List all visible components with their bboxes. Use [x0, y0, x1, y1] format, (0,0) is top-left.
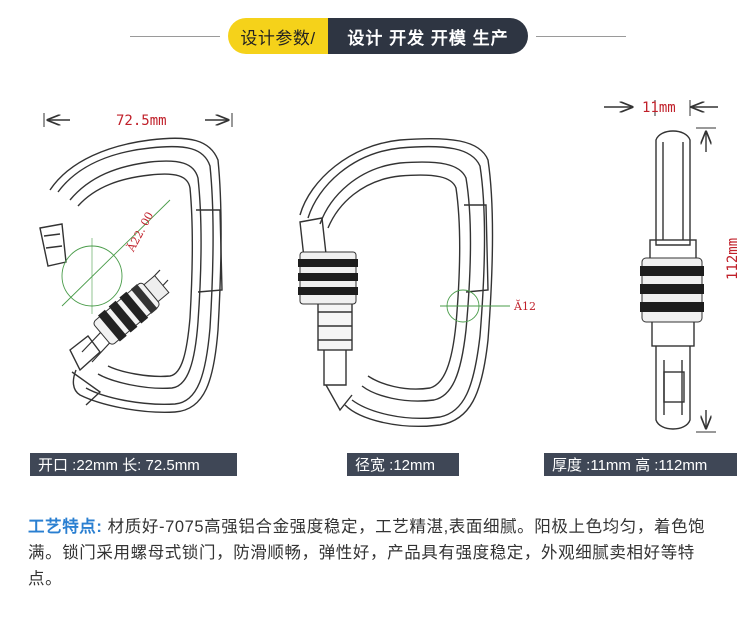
dimension-diameter-label: Ă22. 00 [123, 209, 156, 254]
middle-carabiner [299, 137, 494, 427]
dimension-top-label: 11mm [642, 100, 676, 116]
header-label-process: 设计 开发 开模 生产 [328, 18, 528, 54]
left-locking-sleeve [93, 275, 170, 345]
spec-box-diameter: 径宽 :12mm [347, 453, 459, 476]
dimension-side-label: 112mm [725, 238, 741, 280]
header-right-line [536, 36, 626, 37]
spec-box-opening-length: 开口 :22mm 长: 72.5mm [30, 453, 237, 476]
header-left-line [130, 36, 220, 37]
feature-title: 工艺特点: [28, 518, 103, 536]
spec-box-thickness-height: 厚度 :11mm 高 :112mm [544, 453, 737, 476]
dimension-wire-label: Ă12 [513, 299, 536, 313]
dimension-width-label: 72.5mm [116, 113, 167, 129]
header-label-params: 设计参数/ [228, 18, 328, 54]
left-carabiner [39, 113, 233, 413]
feature-description: 工艺特点: 材质好-7075高强铝合金强度稳定，工艺精湛,表面细腻。阳极上色均匀… [28, 514, 728, 592]
feature-body: 材质好-7075高强铝合金强度稳定，工艺精湛,表面细腻。阳极上色均匀，着色饱满。… [28, 518, 706, 588]
carabiner-drawing: 72.5mm Ă22. 00 Ă12 [39, 100, 741, 433]
middle-locking-sleeve [298, 251, 358, 305]
side-locking-sleeve [640, 257, 704, 323]
